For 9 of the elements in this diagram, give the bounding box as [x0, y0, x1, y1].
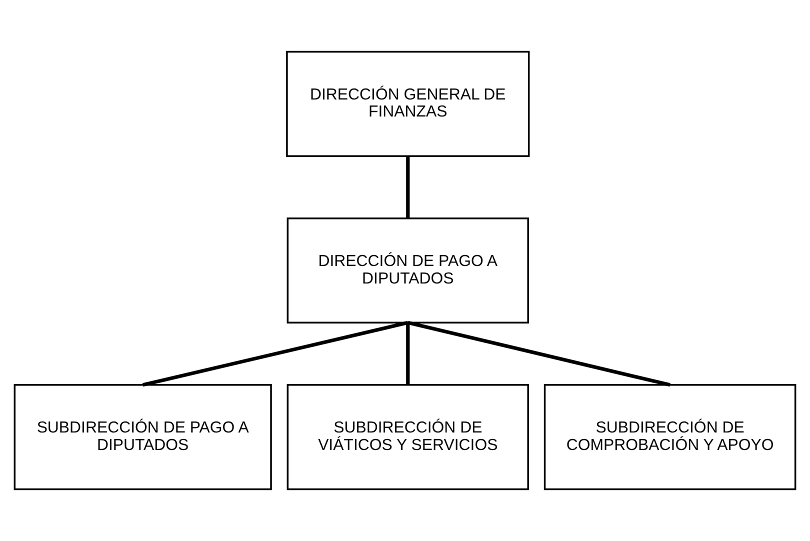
connector — [142, 320, 408, 387]
connector — [407, 320, 670, 387]
connector — [406, 322, 410, 385]
node-box: SUBDIRECCIÓN DE PAGO A DIPUTADOS — [14, 384, 272, 490]
node-box: DIRECCIÓN GENERAL DE FINANZAS — [286, 50, 530, 157]
node-box: DIRECCIÓN DE PAGO A DIPUTADOS — [286, 218, 529, 324]
node-box: SUBDIRECCIÓN DE VIÁTICOS Y SERVICIOS — [286, 384, 529, 490]
node-box: SUBDIRECCIÓN DE COMPROBACIÓN Y APOYO — [544, 384, 796, 490]
connector — [406, 156, 410, 218]
